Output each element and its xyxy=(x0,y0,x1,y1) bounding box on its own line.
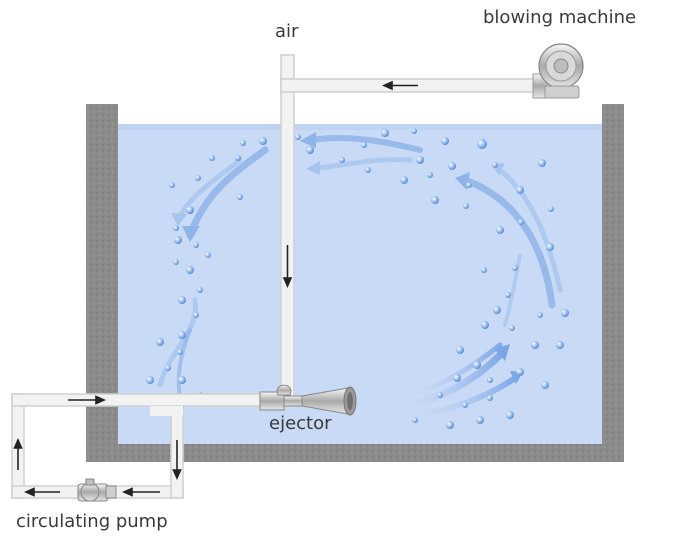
bubble-icon xyxy=(462,402,468,408)
flow-arrow-icon xyxy=(157,297,199,388)
flow-arrow-icon xyxy=(407,342,503,398)
bubble-icon xyxy=(195,175,201,181)
ejector-label: ejector xyxy=(269,413,332,434)
bubble-icon xyxy=(537,312,543,318)
bubble-icon xyxy=(295,134,301,140)
feed-pipe xyxy=(11,393,283,407)
bubble-icon xyxy=(477,139,487,149)
bubble-icon xyxy=(456,346,464,354)
bubble-icon xyxy=(518,219,524,225)
bubble-icon xyxy=(205,252,211,258)
flow-arrow-icon xyxy=(306,161,320,175)
pipe-arrows xyxy=(13,80,418,497)
bubble-icon xyxy=(165,365,171,371)
bubble-icon xyxy=(538,159,546,167)
bubble-icon xyxy=(146,376,154,384)
bubble-icon xyxy=(506,411,514,419)
bubble-icon xyxy=(496,226,504,234)
bubble-icon xyxy=(186,266,194,274)
pump-riser-top xyxy=(150,406,183,416)
flow-arrow-icon xyxy=(309,135,423,153)
bubble-icon xyxy=(173,225,179,231)
bubble-icon xyxy=(306,146,314,154)
bubble-icon xyxy=(561,309,569,317)
pump-icon xyxy=(77,478,117,502)
bubble-icon xyxy=(446,421,454,429)
bubble-icon xyxy=(487,395,493,401)
bubble-icon xyxy=(259,137,267,145)
bubble-icon xyxy=(365,167,371,173)
bubble-icon xyxy=(186,206,194,214)
bubble-icon xyxy=(339,157,345,163)
air-pipe-vertical xyxy=(280,54,295,401)
bubble-icon xyxy=(416,156,424,164)
blower-icon xyxy=(532,43,584,99)
flow-arrow-icon xyxy=(315,157,413,171)
bubble-icon xyxy=(411,128,417,134)
ejector-icon xyxy=(259,384,357,416)
bubble-icon xyxy=(177,349,183,355)
flow-arrow-icon xyxy=(412,375,518,418)
bubble-icon xyxy=(541,381,549,389)
bubble-icon xyxy=(178,376,186,384)
flow-arrow-icon xyxy=(497,167,563,293)
bubble-icon xyxy=(546,243,554,251)
bubble-icon xyxy=(437,392,443,398)
bubble-icon xyxy=(169,182,175,188)
bubble-icon xyxy=(492,162,498,168)
bubble-icon xyxy=(487,377,493,383)
bubble-icon xyxy=(548,206,554,212)
bubble-icon xyxy=(512,265,518,271)
bubble-icon xyxy=(453,374,461,382)
bubble-icon xyxy=(240,140,246,146)
bubbles xyxy=(146,128,569,429)
bubble-icon xyxy=(481,267,487,273)
bubble-icon xyxy=(235,155,241,161)
blowing-machine-label: blowing machine xyxy=(483,7,637,28)
bubble-icon xyxy=(178,296,186,304)
bubble-icon xyxy=(441,137,449,145)
bubble-icon xyxy=(476,416,484,424)
bubble-icon xyxy=(178,331,186,339)
bubble-icon xyxy=(509,325,515,331)
flow-arrows xyxy=(157,132,563,418)
bubble-icon xyxy=(516,186,524,194)
bubble-icon xyxy=(473,361,481,369)
flow-arrow-icon xyxy=(175,157,243,223)
bubble-icon xyxy=(493,306,501,314)
circulating-pump-label: circulating pump xyxy=(16,511,168,532)
bubble-icon xyxy=(531,341,539,349)
bubble-icon xyxy=(197,287,203,293)
bubble-icon xyxy=(466,182,472,188)
bubble-icon xyxy=(173,259,179,265)
flow-arrow-icon xyxy=(503,253,522,327)
bubble-icon xyxy=(174,236,182,244)
bubble-icon xyxy=(427,172,433,178)
bubble-icon xyxy=(361,142,367,148)
flow-arrow-icon xyxy=(461,176,556,309)
air-label: air xyxy=(275,21,299,42)
flow-arrow-icon xyxy=(182,226,200,242)
bubble-icon xyxy=(400,176,408,184)
bubble-icon xyxy=(412,417,418,423)
bubble-icon xyxy=(193,242,199,248)
bubble-icon xyxy=(505,292,511,298)
flow-arrow-icon xyxy=(300,132,316,148)
bubble-icon xyxy=(381,129,389,137)
bubble-icon xyxy=(156,338,164,346)
bubble-icon xyxy=(463,203,469,209)
bubble-icon xyxy=(556,341,564,349)
bubble-icon xyxy=(481,321,489,329)
bubble-icon xyxy=(193,312,199,318)
flow-arrow-icon xyxy=(186,146,269,239)
bubble-icon xyxy=(237,194,243,200)
bubble-icon xyxy=(209,155,215,161)
bubble-icon xyxy=(448,162,456,170)
flow-arrow-icon xyxy=(171,213,187,226)
bubble-icon xyxy=(516,368,524,376)
bubble-icon xyxy=(431,196,439,204)
flow-arrow-icon xyxy=(401,351,504,409)
